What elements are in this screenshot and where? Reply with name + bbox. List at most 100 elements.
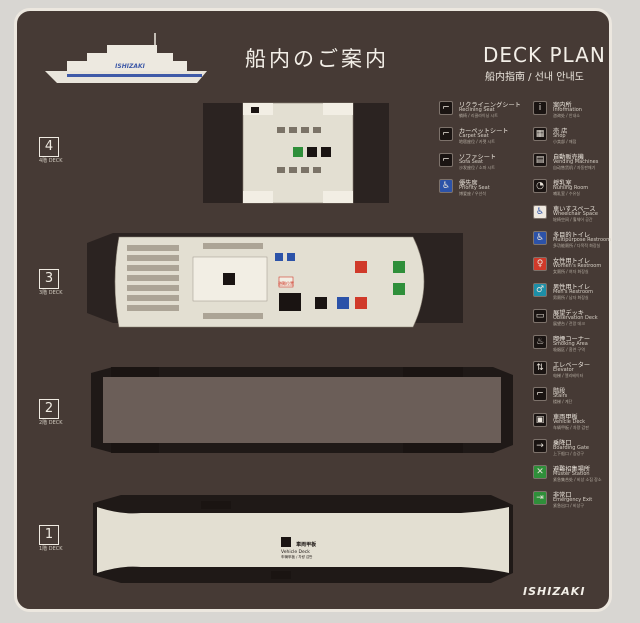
wheelchair-space-icon: ♿: [533, 205, 547, 219]
legend-other: 楼梯 / 계단: [553, 399, 573, 404]
deck-2-plan: [91, 367, 513, 453]
legend-en: Elevator: [553, 367, 574, 373]
legend-jp: エレベーター: [553, 362, 591, 369]
legend-jp: 案内所: [553, 102, 572, 109]
deck-sub: 4階 DECK: [39, 158, 63, 164]
deck-1-plan: [93, 495, 513, 583]
vehicle-deck-en: Vehicle Deck: [281, 550, 310, 555]
legend-en: Carpet Seat: [459, 133, 489, 139]
legend-other: 男厕所 / 남자 화장실: [553, 295, 589, 300]
deck-plan-board: ISHIZAKI 船内のご案内 DECK PLAN 船内指南 / 선내 안내도 …: [14, 8, 612, 612]
emergency-exit-icon: ⇥: [533, 491, 547, 505]
deck-number: 1: [39, 525, 59, 545]
legend-en: Stairs: [553, 393, 568, 399]
deck-4-plan: [203, 102, 389, 204]
legend-item: ⌐ リクライニングシート Reclining Seat 躺椅 / 리클라이닝 시…: [439, 101, 589, 119]
legend-en: Vehicle Deck: [553, 419, 586, 425]
legend-en: Boarding Gate: [553, 445, 589, 451]
legend-seats: ⌐ リクライニングシート Reclining Seat 躺椅 / 리클라이닝 시…: [439, 101, 521, 201]
page-title-jp: 船内のご案内: [245, 47, 389, 71]
page-title-en: DECK PLAN: [483, 43, 606, 67]
legend-jp: 優先席: [459, 180, 478, 187]
legend-other: 吸烟区 / 흡연 구역: [553, 347, 585, 352]
legend-other: 躺椅 / 리클라이닝 시트: [459, 113, 498, 118]
muster-station-icon: ✕: [533, 465, 547, 479]
legend-en: Multipurpose Restroom: [553, 237, 611, 243]
ship-illustration: [45, 33, 207, 83]
shop-icon: ▦: [533, 127, 547, 141]
deck-number: 3: [39, 269, 59, 289]
legend-en: Shop: [553, 133, 566, 139]
legend-item: ⌐ ソファシート Sofa Seat 沙发座位 / 소파 시트: [439, 153, 589, 171]
mens-restroom-icon: ♂: [533, 283, 547, 297]
legend-jp: カーペットシート: [459, 128, 509, 135]
legend-jp: 女性用トイレ: [553, 258, 591, 265]
legend-jp: 多目的トイレ: [553, 232, 591, 239]
legend-en: Wheelchair Space: [553, 211, 598, 217]
deck-4-marker: 4 4階 DECK: [39, 137, 63, 164]
deck-3-marker: 3 3階 DECK: [39, 269, 63, 296]
deck-sub: 2階 DECK: [39, 420, 63, 426]
womens-restroom-icon: ♀: [533, 257, 547, 271]
legend-en: Priority Seat: [459, 185, 490, 191]
legend-jp: 車いすスペース: [553, 206, 596, 213]
legend-jp: 売 店: [553, 128, 568, 135]
legend-other: 咨询处 / 안내소: [553, 113, 580, 118]
deck-number: 4: [39, 137, 59, 157]
legend-other: 自动售货机 / 자동판매기: [553, 165, 596, 170]
legend-jp: ソファシート: [459, 154, 497, 161]
legend-jp: 授乳室: [553, 180, 572, 187]
sofa-seat-icon: ⌐: [439, 153, 453, 167]
deck-1-marker: 1 1階 DECK: [39, 525, 63, 552]
legend-jp: 乗降口: [553, 440, 572, 447]
vehicle-deck-other: 车辆甲板 / 차량 갑판: [281, 555, 313, 559]
reclining-seat-icon: ⌐: [439, 101, 453, 115]
legend-item: ♿ 優先席 Priority Seat 博爱座 / 우선석: [439, 179, 589, 197]
legend-other: 博爱座 / 우선석: [459, 191, 486, 196]
legend-en: Information: [553, 107, 582, 113]
legend-jp: 喫煙コーナー: [553, 336, 591, 343]
deck-3-plan: 避難位置: [87, 233, 463, 328]
legend-jp: リクライニングシート: [459, 102, 521, 109]
legend-item: ⌐ カーペットシート Carpet Seat 地毯座位 / 카펫 시트: [439, 127, 589, 145]
legend-other: 沙发座位 / 소파 시트: [459, 165, 495, 170]
legend-other: 多功能厕所 / 다목적 화장실: [553, 243, 601, 248]
page-subtitle: 船内指南 / 선내 안내도: [485, 72, 584, 83]
stairs-icon: ⌐: [533, 387, 547, 401]
legend-en: Emergency Exit: [553, 497, 593, 503]
legend-en: Smoking Area: [553, 341, 588, 347]
vehicle-deck-label: 車両甲板 Vehicle Deck 车辆甲板 / 차량 갑판: [281, 531, 341, 560]
elevator-icon: ⇅: [533, 361, 547, 375]
smoking-area-icon: ♨: [533, 335, 547, 349]
multipurpose-restroom-icon: ♿: [533, 231, 547, 245]
vehicle-deck-icon: [281, 536, 291, 547]
legend-en: Sofa Seat: [459, 159, 483, 165]
legend-other: 展望台 / 전망 데크: [553, 321, 585, 326]
vending-machine-icon: ▤: [533, 153, 547, 167]
nursing-room-icon: ◔: [533, 179, 547, 193]
footer-brand: ISHIZAKI: [523, 585, 586, 598]
legend-en: Vending Machines: [553, 159, 599, 165]
vehicle-deck-icon: ▣: [533, 413, 547, 427]
legend-jp: 自動販売機: [553, 154, 584, 161]
legend-jp: 車両甲板: [553, 414, 578, 421]
legend-jp: 男性用トイレ: [553, 284, 591, 291]
legend-other: 哺乳室 / 수유실: [553, 191, 580, 196]
legend-jp: 非常口: [553, 492, 572, 499]
observation-deck-icon: ▭: [533, 309, 547, 323]
